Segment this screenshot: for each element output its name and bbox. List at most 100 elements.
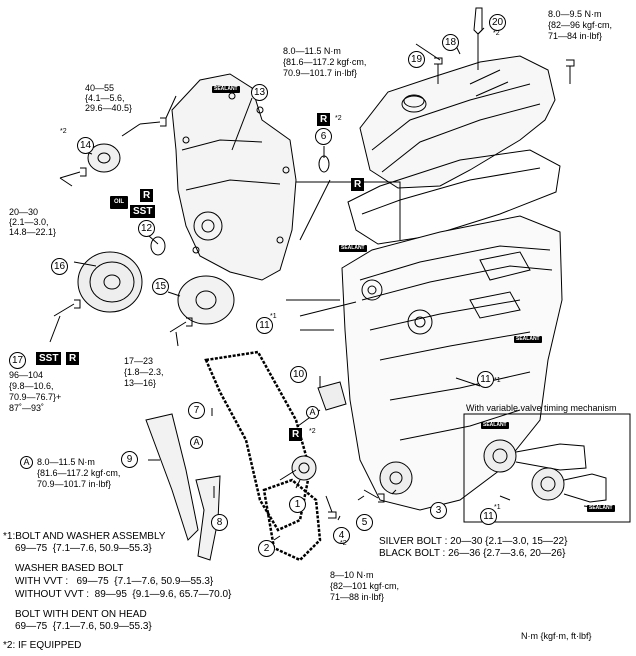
torque-spec-20b-line3: 14.8—22.1}	[9, 227, 57, 237]
torque-spec-20-line3: 71—84 in·lbf}	[548, 31, 603, 41]
torque-spec-a-line2: {81.6—117.2 kgf·cm,	[37, 468, 121, 478]
callout-12: 12	[138, 220, 155, 237]
note-washer: WASHER BASED BOLT	[15, 563, 124, 574]
callout-11-inset: 11	[480, 508, 497, 525]
engine-block	[341, 215, 563, 511]
crankshaft-pulley-16	[77, 251, 143, 313]
torque-spec-a-line3: 70.9—101.7 in·lbf}	[37, 479, 112, 489]
note-without-vvt: WITHOUT VVT : 89—95 {9.1—9.6, 65.7—70.0}	[15, 589, 232, 600]
chain-guide-9	[145, 413, 199, 541]
idler-pulley-14	[87, 143, 121, 173]
oil-filler-20	[473, 7, 483, 35]
sst-box-17: SST	[36, 352, 62, 365]
r-box-12: R	[140, 189, 154, 202]
sst-box-12: SST	[130, 205, 156, 218]
vvt-sprocket-lower	[531, 467, 607, 503]
sealant-tag-13: SEALANT	[212, 86, 240, 93]
bolt-5	[363, 489, 385, 503]
callout-14: 14	[77, 137, 94, 154]
star2-r-lower: *2	[309, 428, 316, 435]
r-box-lower: R	[289, 428, 303, 441]
callout-1: 1	[289, 496, 306, 513]
cylinder-head-cover	[359, 55, 556, 189]
callout-18: 18	[442, 34, 459, 51]
silver-bolt-spec: SILVER BOLT : 20—30 {2.1—3.0, 15—22}	[379, 536, 568, 547]
torque-spec-15-line3: 13—16}	[124, 378, 157, 388]
torque-spec-15-line1: 17—23	[124, 356, 154, 366]
torque-spec-a-line1: 8.0—11.5 N·m	[37, 457, 95, 467]
idler-pulley-15	[177, 275, 235, 325]
callout-19: 19	[408, 51, 425, 68]
torque-spec-17-line2: {9.8—10.6,	[9, 381, 54, 391]
torque-spec-40-line1: 40—55	[85, 83, 115, 93]
callout-13: 13	[251, 84, 268, 101]
torque-spec-4-line2: {82—101 kgf·cm,	[330, 581, 400, 591]
oil-seal-6	[318, 155, 330, 173]
note-dent: BOLT WITH DENT ON HEAD	[15, 609, 147, 620]
black-bolt-spec: BLACK BOLT : 26—36 {2.7—3.6, 20—26}	[379, 548, 566, 559]
torque-spec-13-line3: 70.9—101.7 in·lbf}	[283, 68, 358, 78]
star2-6: *2	[335, 115, 342, 122]
torque-spec-17-line4: 87˚—93˚	[9, 403, 45, 413]
note-dent-value: 69—75 {7.1—7.6, 50.9—55.3}	[15, 621, 152, 632]
callout-4: 4	[333, 527, 350, 544]
oil-can-icon: OIL	[110, 196, 128, 209]
r-box-17: R	[66, 352, 80, 365]
callout-15: 15	[152, 278, 169, 295]
torque-spec-20b-line1: 20—30	[9, 207, 39, 217]
tensioner-10	[317, 381, 347, 411]
star2-14: *2	[60, 128, 67, 135]
vvt-inset-frame	[463, 413, 631, 523]
timing-chain-7	[204, 350, 312, 532]
torque-spec-17-line3: 70.9—76.7}+	[9, 392, 62, 402]
note-2: *2: IF EQUIPPED	[3, 640, 82, 651]
bolt-15	[169, 317, 193, 333]
callout-11-left: 11	[256, 317, 273, 334]
bolt-17	[53, 299, 81, 317]
r-box-6: R	[317, 113, 331, 126]
note-1-value: 69—75 {7.1—7.6, 50.9—55.3}	[15, 543, 152, 554]
bolt-13	[139, 117, 167, 127]
note-1: *1:BOLT AND WASHER ASSEMBLY	[3, 531, 166, 542]
callout-16: 16	[51, 258, 68, 275]
callout-8: 8	[211, 514, 228, 531]
torque-spec-40-line3: 29.6—40.5}	[85, 103, 133, 113]
sealant-tag-block: SEALANT	[339, 245, 367, 252]
torque-spec-4-line1: 8—10 N·m	[330, 570, 374, 580]
callout-10: 10	[290, 366, 307, 383]
callout-5: 5	[356, 514, 373, 531]
callout-3: 3	[430, 502, 447, 519]
callout-7: 7	[188, 402, 205, 419]
bolt-19	[434, 57, 443, 84]
bolt-4	[325, 495, 337, 519]
callout-6: 6	[315, 128, 332, 145]
sealant-tag-inset-1: SEALANT	[481, 422, 509, 429]
bolt-right	[566, 59, 575, 84]
torque-spec-40-line2: {4.1—5.6,	[85, 93, 125, 103]
crank-sprocket-1	[291, 455, 317, 481]
star1-11-left: *1	[270, 313, 277, 320]
callout-17: 17	[9, 352, 26, 369]
star1-11-inset: *1	[494, 504, 501, 511]
mark-a-lower: A	[190, 436, 203, 449]
note-with-vvt: WITH VVT : 69—75 {7.1—7.6, 50.9—55.3}	[15, 576, 214, 587]
star2-4: *2	[340, 540, 347, 547]
callout-2: 2	[258, 540, 275, 557]
torque-spec-15-line2: {1.8—2.3,	[124, 367, 164, 377]
bolt-14	[59, 167, 87, 179]
vvt-inset-title: With variable valve timing mechanism	[466, 403, 617, 413]
torque-spec-13-line2: {81.6—117.2 kgf·cm,	[283, 57, 367, 67]
callout-9: 9	[121, 451, 138, 468]
torque-spec-20b-line2: {2.1—3.0,	[9, 217, 49, 227]
star1-11-right: *1	[494, 377, 501, 384]
timing-chain-cover	[171, 73, 297, 281]
torque-spec-20-line1: 8.0—9.5 N·m	[548, 9, 602, 19]
r-box-gasket: R	[351, 178, 365, 191]
oil-seal-12	[150, 236, 166, 256]
mark-a-legend: A	[20, 456, 33, 469]
callout-11-right: 11	[477, 371, 494, 388]
torque-spec-20-line2: {82—96 kgf·cm,	[548, 20, 613, 30]
vvt-sprocket-upper	[483, 439, 587, 473]
sealant-tag-inset-2: SEALANT	[587, 505, 615, 512]
